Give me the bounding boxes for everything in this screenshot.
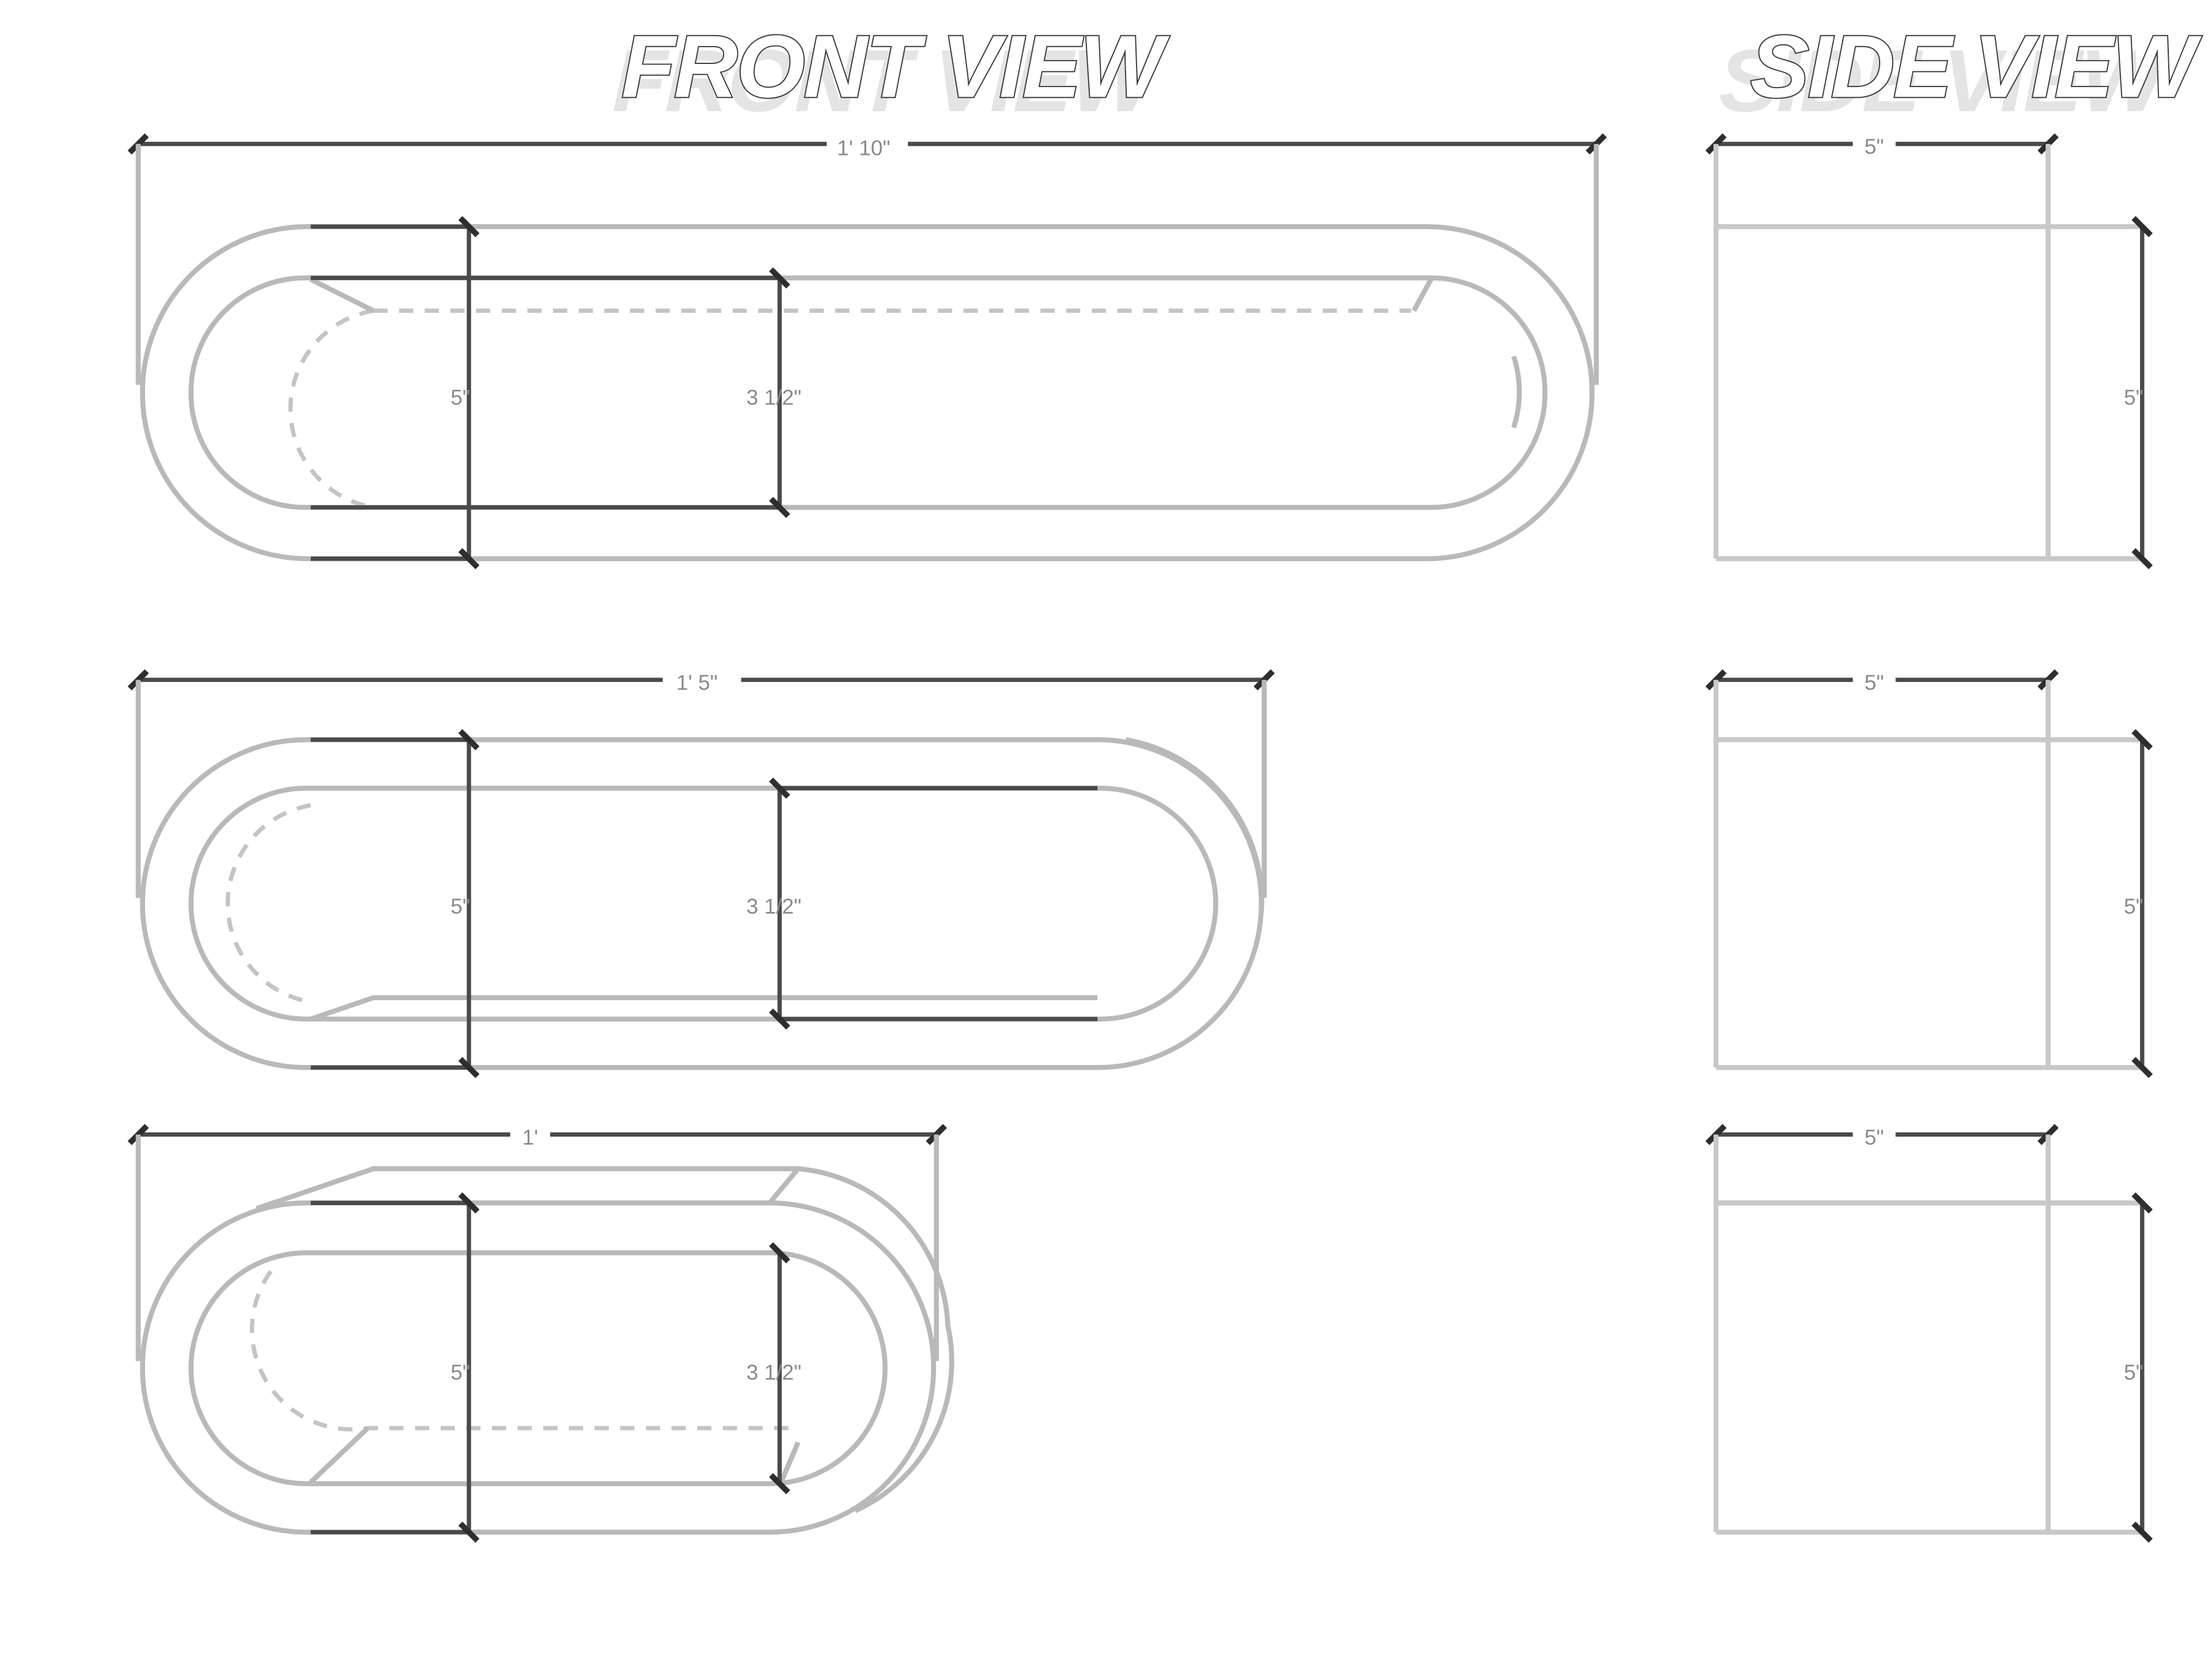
depth-outline (255, 1166, 955, 1513)
inner-height-tick-bottom (769, 1473, 790, 1495)
length-dim-label: 1' (522, 1125, 539, 1149)
inner-height-tick-top (769, 777, 790, 799)
outer-height-dim-label: 5" (450, 385, 470, 410)
front-view-1: 1' 10" 5" 3 1/2" (127, 133, 1607, 570)
side-view-2: 5" 5" (1705, 669, 2153, 1078)
inner-height-dim-label: 3 1/2" (747, 385, 802, 410)
height-dim-tick-top (2131, 1192, 2153, 1214)
outer-stadium (140, 224, 1595, 562)
outer-height-tick-top (458, 729, 480, 751)
front-view-2: 1' 5" 5" 3 1/2" (127, 669, 1275, 1078)
height-dim-tick-top (2131, 216, 2153, 237)
inner-height-dim-label: 3 1/2" (747, 894, 802, 918)
inner-height-tick-top (769, 267, 790, 289)
side-view-heading: SIDE VIEW (1750, 17, 2202, 116)
outer-height-tick-bottom (458, 1521, 480, 1543)
inner-height-dim-label: 3 1/2" (747, 1360, 802, 1384)
outer-height-tick-bottom (458, 548, 480, 570)
front-view-3: 1' 5" 3 1/2" (127, 1124, 955, 1543)
front-view-heading-group: FRONT VIEW FRONT VIEW (611, 16, 1172, 130)
inner-height-tick-bottom (769, 1008, 790, 1030)
back-panel-hidden-line (225, 803, 312, 1005)
side-view-3: 5" 5" (1705, 1124, 2153, 1543)
side-view-1: 5" 5" (1705, 133, 2153, 570)
inner-stadium (188, 785, 1218, 1022)
height-dim-label: 5" (2124, 385, 2143, 410)
depth-dim-label: 5" (1865, 134, 1884, 158)
outer-height-dim-label: 5" (450, 1360, 470, 1384)
length-dim-label: 1' 10" (837, 136, 890, 160)
depth-dim-label: 5" (1865, 1125, 1884, 1149)
back-panel-bevel (309, 737, 1264, 1022)
height-dim-tick-bottom (2131, 548, 2153, 570)
length-dim-label: 1' 5" (676, 671, 718, 695)
inner-height-tick-bottom (769, 497, 790, 518)
height-dim-label: 5" (2124, 1360, 2143, 1384)
outer-height-tick-bottom (458, 1056, 480, 1078)
height-dim-tick-bottom (2131, 1056, 2153, 1078)
inner-stadium (188, 275, 1548, 510)
inner-stadium (188, 1250, 888, 1486)
back-panel-bevel (309, 277, 1522, 429)
front-view-heading: FRONT VIEW (622, 17, 1170, 116)
inner-height-tick-top (769, 1242, 790, 1264)
back-panel-hidden-line (249, 1270, 798, 1432)
depth-dim-label: 5" (1865, 671, 1884, 695)
side-view-heading-group: SIDE VIEW SIDE VIEW (1719, 16, 2205, 130)
back-panel-bevel (309, 1167, 801, 1484)
outer-height-tick-top (458, 1192, 480, 1214)
height-dim-tick-top (2131, 729, 2153, 751)
outer-stadium (140, 1200, 936, 1535)
height-dim-label: 5" (2124, 894, 2143, 918)
side-view-heading-shadow: SIDE VIEW (1719, 31, 2171, 130)
outer-height-tick-top (458, 216, 480, 237)
front-view-heading-shadow: FRONT VIEW (611, 31, 1163, 130)
outer-height-dim-label: 5" (450, 894, 470, 918)
height-dim-tick-bottom (2131, 1521, 2153, 1543)
back-panel-hidden-line (288, 308, 1411, 510)
